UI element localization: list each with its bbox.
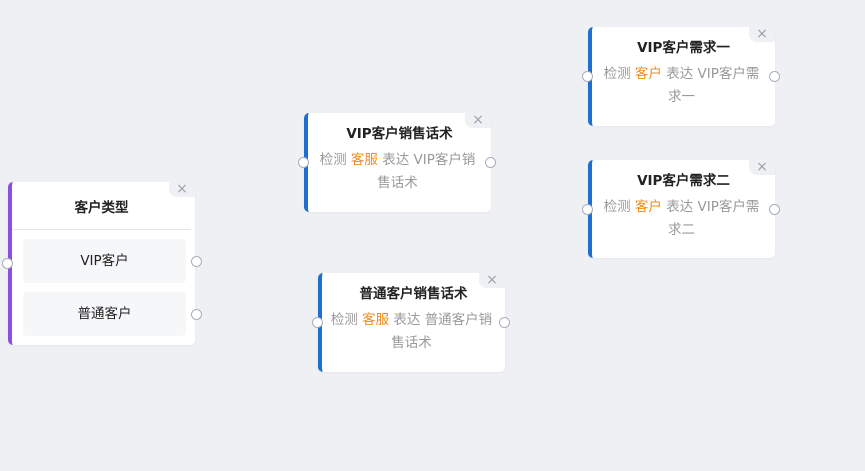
node-description: 检测 客服 表达 普通客户销售话术 — [322, 303, 505, 355]
script-node-vip-need-2[interactable]: × VIP客户需求二 检测 客户 表达 VIP客户需求二 — [582, 160, 780, 258]
desc-prefix: 检测 — [319, 152, 347, 168]
output-port[interactable] — [769, 204, 780, 215]
input-port[interactable] — [312, 317, 323, 328]
desc-target: VIP客户需求一 — [668, 66, 760, 105]
option-normal[interactable]: 普通客户 — [23, 292, 202, 336]
close-icon[interactable]: × — [169, 182, 195, 197]
node-title: VIP客户需求一 — [637, 40, 730, 56]
node-description: 检测 客户 表达 VIP客户需求二 — [592, 190, 775, 242]
desc-keyword: 客户 — [634, 199, 662, 215]
desc-verb: 表达 — [382, 152, 410, 168]
desc-prefix: 检测 — [603, 199, 631, 215]
option-label: 普通客户 — [77, 306, 132, 322]
input-port[interactable] — [2, 258, 13, 269]
close-icon[interactable]: × — [749, 160, 775, 175]
close-icon[interactable]: × — [479, 273, 505, 288]
node-title: 客户类型 — [12, 182, 191, 230]
node-title: VIP客户销售话术 — [346, 126, 453, 142]
close-icon[interactable]: × — [749, 27, 775, 42]
input-port[interactable] — [582, 71, 593, 82]
desc-keyword: 客服 — [350, 152, 378, 168]
output-port[interactable] — [191, 309, 202, 320]
desc-target: VIP客户需求二 — [668, 199, 760, 238]
desc-verb: 表达 — [393, 312, 421, 328]
script-node-vip-need-1[interactable]: × VIP客户需求一 检测 客户 表达 VIP客户需求一 — [582, 27, 780, 126]
output-port[interactable] — [191, 256, 202, 267]
script-node-vip-sales[interactable]: × VIP客户销售话术 检测 客服 表达 VIP客户销售话术 — [298, 113, 496, 212]
output-port[interactable] — [485, 157, 496, 168]
node-description: 检测 客户 表达 VIP客户需求一 — [592, 57, 775, 109]
output-port[interactable] — [769, 71, 780, 82]
desc-prefix: 检测 — [603, 66, 631, 82]
option-label: VIP客户 — [80, 253, 129, 269]
customer-type-node[interactable]: × 客户类型 VIP客户 普通客户 — [2, 182, 202, 345]
close-icon[interactable]: × — [465, 113, 491, 128]
output-port[interactable] — [499, 317, 510, 328]
node-description: 检测 客服 表达 VIP客户销售话术 — [308, 143, 491, 195]
desc-keyword: 客服 — [362, 312, 390, 328]
desc-verb: 表达 — [666, 199, 694, 215]
desc-keyword: 客户 — [634, 66, 662, 82]
input-port[interactable] — [582, 204, 593, 215]
desc-target: 普通客户销售话术 — [391, 312, 493, 351]
node-title: VIP客户需求二 — [637, 173, 730, 189]
node-title: 普通客户销售话术 — [359, 286, 468, 302]
option-vip[interactable]: VIP客户 — [23, 239, 202, 283]
script-node-normal-sales[interactable]: × 普通客户销售话术 检测 客服 表达 普通客户销售话术 — [312, 273, 510, 372]
input-port[interactable] — [298, 157, 309, 168]
desc-prefix: 检测 — [330, 312, 358, 328]
desc-target: VIP客户销售话术 — [377, 152, 476, 191]
desc-verb: 表达 — [666, 66, 694, 82]
